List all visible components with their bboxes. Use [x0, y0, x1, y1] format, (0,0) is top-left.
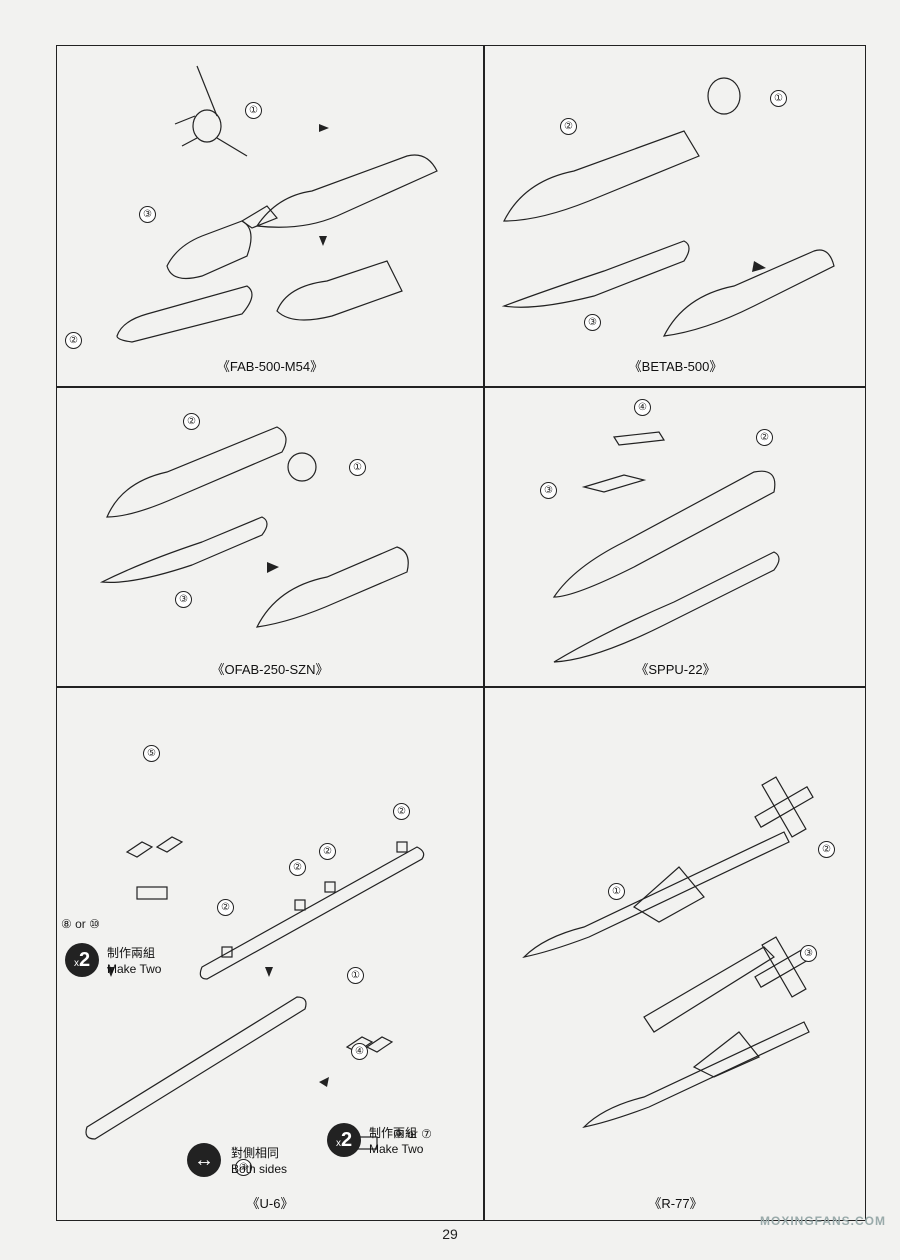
part-4-label: ④: [351, 1043, 368, 1060]
panel-ofab-250-szn: ② ① ③ 《OFAB-250-SZN》: [57, 387, 483, 686]
panel-sppu-22: ④ ② ③ 《SPPU-22》: [484, 387, 867, 686]
part-3-label: ③: [584, 314, 601, 331]
fab-500-m54-drawing: [116, 65, 438, 343]
part-3-label: ③: [800, 945, 817, 962]
part-2-label: ②: [289, 859, 306, 876]
part-3-label: ③: [139, 206, 156, 223]
panel-caption: 《FAB-500-M54》: [216, 359, 324, 374]
panel-r-77: ② ① ③ 《R-77》: [484, 687, 867, 1220]
both-sides-icon: ↔: [187, 1143, 221, 1177]
panel-betab-500: ① ② ③ 《BETAB-500》: [484, 46, 867, 386]
part-5-label: ⑤: [143, 745, 160, 762]
grid-divider-row1: [57, 386, 865, 388]
grid-divider-row2: [57, 686, 865, 688]
panel-fab-500-m54: ① ③ ② 《FAB-500-M54》: [57, 46, 483, 386]
page-number: 29: [442, 1226, 458, 1242]
part-2-label: ②: [319, 843, 336, 860]
part-1-label: ①: [245, 102, 262, 119]
panel-caption: 《SPPU-22》: [635, 662, 716, 677]
part-3-label: ③: [235, 1159, 252, 1176]
make-two-badge-2: x2: [327, 1123, 361, 1157]
part-1-label: ①: [347, 967, 364, 984]
part-3-label: ③: [540, 482, 557, 499]
grid-divider-vertical: [483, 46, 485, 1220]
panel-caption: 《BETAB-500》: [628, 359, 723, 374]
part-2-label: ②: [560, 118, 577, 135]
instruction-grid: ① ③ ② 《FAB-500-M54》 ① ② ③ 《BETAB-500》: [56, 45, 866, 1221]
part-2-label: ②: [818, 841, 835, 858]
part-1-label: ①: [770, 90, 787, 107]
part-1-label: ①: [349, 459, 366, 476]
watermark: MOXINGFANS.COM: [759, 1214, 886, 1228]
panel-caption: 《OFAB-250-SZN》: [211, 662, 329, 677]
part-4-label: ④: [634, 399, 651, 416]
betab-500-drawing: [501, 77, 835, 337]
part-2-label: ②: [65, 332, 82, 349]
u-6-drawing: [85, 836, 425, 1150]
part-2-label: ②: [217, 899, 234, 916]
make-two-badge: x2: [65, 943, 99, 977]
part-3-label: ③: [175, 591, 192, 608]
sppu-22-drawing: [552, 431, 780, 663]
or-choice-bottom: ⑨ or ⑦: [393, 1127, 432, 1141]
or-choice-top: ⑧ or ⑩: [61, 917, 100, 931]
part-2-label: ②: [183, 413, 200, 430]
part-2-label: ②: [756, 429, 773, 446]
ofab-250-szn-drawing: [99, 426, 409, 628]
part-2-label: ②: [393, 803, 410, 820]
panel-caption: 《U-6》: [246, 1196, 294, 1211]
part-1-label: ①: [608, 883, 625, 900]
panel-caption: 《R-77》: [648, 1196, 703, 1211]
r-77-drawing: [522, 776, 814, 1128]
